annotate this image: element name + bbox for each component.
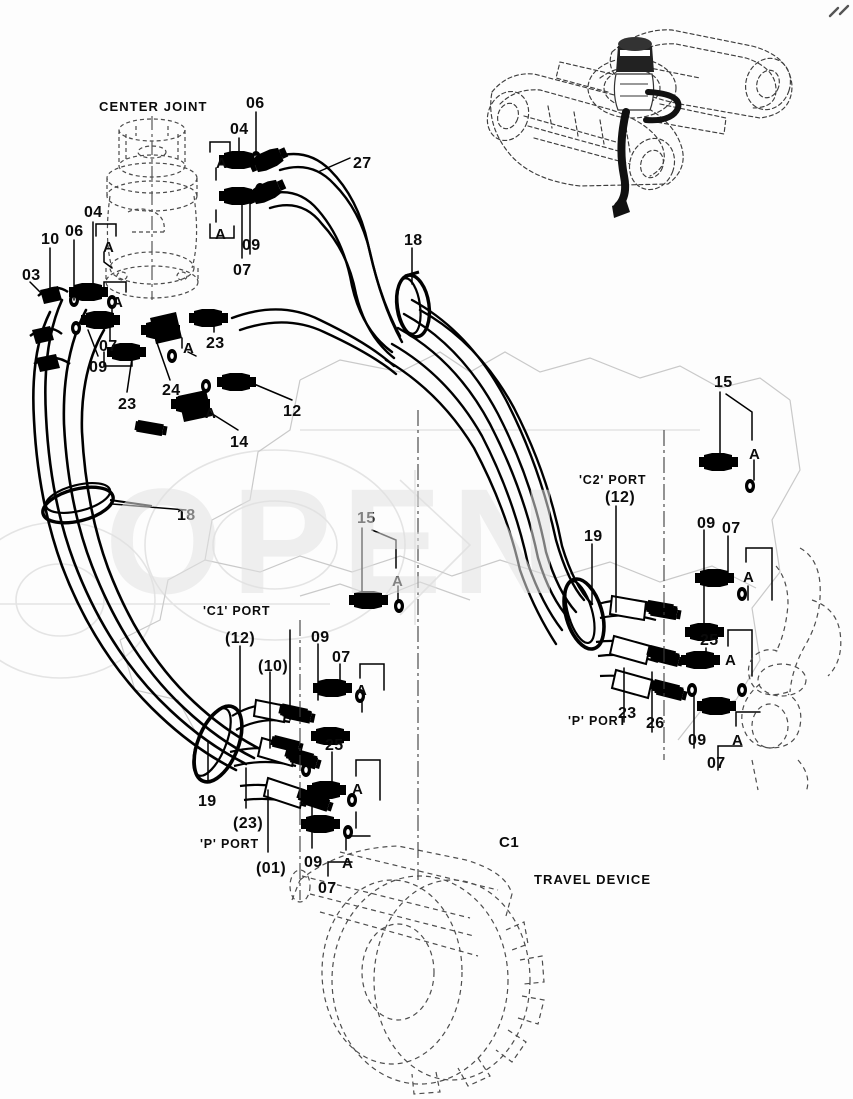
callout-n07-left: 07 xyxy=(99,338,118,355)
callout-p12-right: (12) xyxy=(605,489,636,506)
corner-tick-mark xyxy=(828,4,850,18)
callout-n15-right: 15 xyxy=(714,374,733,391)
callout-p12-left: (12) xyxy=(225,630,256,647)
callout-aT2: A xyxy=(215,226,227,243)
tee-and-union-fittings xyxy=(141,309,256,422)
callout-p10-left: (10) xyxy=(258,658,289,675)
callout-aR2: A xyxy=(743,569,755,586)
callout-n14: 14 xyxy=(230,434,249,451)
callout-aM2: A xyxy=(205,405,217,422)
callout-n09-c1: 09 xyxy=(311,629,330,646)
center-joint-fittings-left xyxy=(29,283,168,437)
callout-n04-left: 04 xyxy=(84,204,103,221)
callout-n07-top: 07 xyxy=(233,262,252,279)
callout-aR3: A xyxy=(725,652,737,669)
centerlines xyxy=(299,410,665,900)
hose-clamp-left xyxy=(41,481,153,525)
callout-n04-top: 04 xyxy=(230,121,249,138)
callout-n26: 26 xyxy=(646,715,665,732)
hose-clamp-c2-19 xyxy=(562,577,606,651)
connector-mark-c1-connector: C1 xyxy=(499,834,520,851)
callout-n09-c2: 09 xyxy=(697,515,716,532)
inset-center-joint-highlight xyxy=(612,37,682,218)
right-travel-motor-outline xyxy=(741,547,842,793)
port-label-p-port-left: 'P' PORT xyxy=(200,837,259,851)
callout-n18-top: 18 xyxy=(404,232,423,249)
hose-bundle-left xyxy=(32,298,264,772)
travel-device-outline xyxy=(289,845,545,1095)
callout-n27: 27 xyxy=(353,155,372,172)
callout-n23-left: 23 xyxy=(118,396,137,413)
callout-n10: 10 xyxy=(41,231,60,248)
diagram-title-center-joint: CENTER JOINT xyxy=(99,99,208,114)
callout-n25-right: 25 xyxy=(700,632,719,649)
callout-aL1: A xyxy=(103,239,115,256)
callout-n09-c2b: 09 xyxy=(688,732,707,749)
callout-aR1: A xyxy=(749,446,761,463)
callout-n09-top: 09 xyxy=(242,237,261,254)
diagram-title-travel-device: TRAVEL DEVICE xyxy=(534,872,652,887)
callout-n09-left: 09 xyxy=(89,359,108,376)
hose-clamp-top xyxy=(394,270,432,339)
callout-n03: 03 xyxy=(22,267,41,284)
callout-n25-left: 25 xyxy=(325,737,344,754)
c2-port-hose-ends xyxy=(595,594,688,702)
callout-n15-left: 15 xyxy=(357,510,376,527)
callout-leader-lines xyxy=(29,111,773,877)
callout-aC2: A xyxy=(356,682,368,699)
hose-bundle-right xyxy=(384,298,594,646)
callout-n23-right: 23 xyxy=(618,705,637,722)
callout-p01-left: (01) xyxy=(256,860,287,877)
port-label-c2-port: 'C2' PORT xyxy=(579,473,647,487)
callout-n24: 24 xyxy=(162,382,181,399)
watermark-text: OPEN xyxy=(105,457,571,625)
callout-n18-left: 18 xyxy=(177,507,196,524)
callout-aC1: A xyxy=(392,573,404,590)
callout-n07-c2: 07 xyxy=(722,520,741,537)
callout-n09-c1b: 09 xyxy=(304,854,323,871)
callout-aR4: A xyxy=(732,732,744,749)
callout-aT1: A xyxy=(216,155,228,172)
callout-aL2: A xyxy=(112,294,124,311)
callout-aC3: A xyxy=(352,781,364,798)
callout-p23-left: (23) xyxy=(233,815,264,832)
callout-n23-mid: 23 xyxy=(206,335,225,352)
callout-aC4: A xyxy=(342,855,354,872)
port-label-c1-port: 'C1' PORT xyxy=(203,604,271,618)
callout-n06-left: 06 xyxy=(65,223,84,240)
hose-bundle-upper-right xyxy=(230,152,404,376)
callout-n12-mid: 12 xyxy=(283,403,302,420)
port-label-p-port-right: 'P' PORT xyxy=(568,714,627,728)
callout-n07-c1: 07 xyxy=(332,649,351,666)
center-joint-fittings-top xyxy=(219,143,290,208)
center-joint-body xyxy=(105,116,199,300)
callout-n07-c1b: 07 xyxy=(318,880,337,897)
callout-n06-top: 06 xyxy=(246,95,265,112)
callout-n19-right: 19 xyxy=(584,528,603,545)
callout-n07-c2b: 07 xyxy=(707,755,726,772)
callout-n19-left: 19 xyxy=(198,793,217,810)
callout-aM1: A xyxy=(183,340,195,357)
